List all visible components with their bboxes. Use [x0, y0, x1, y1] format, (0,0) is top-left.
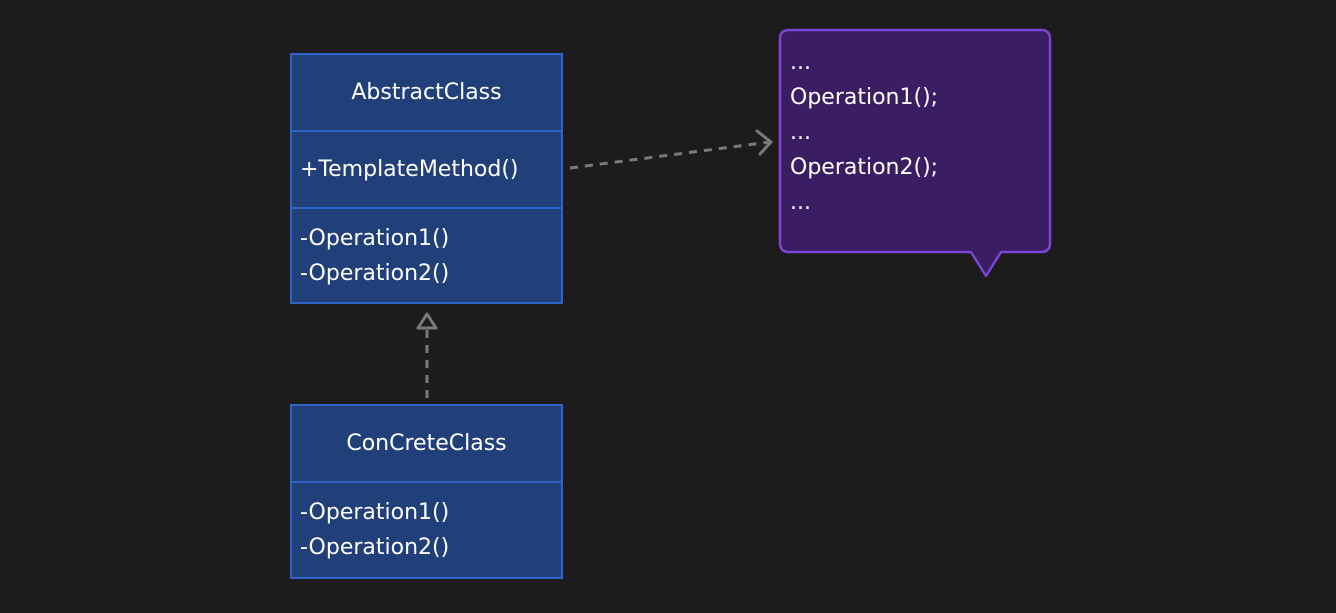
class-name: ConCreteClass [346, 431, 507, 456]
concrete-class-box[interactable]: ConCreteClass -Operation1() -Operation2(… [290, 404, 563, 579]
private-methods-section: -Operation1() -Operation2() [292, 483, 561, 577]
dependency-connector [569, 140, 771, 170]
public-methods-section: +TemplateMethod() [292, 132, 561, 209]
method-operation1: -Operation1() [300, 500, 450, 525]
method-operation2: -Operation2() [300, 535, 450, 560]
note-line: ... [790, 120, 811, 145]
note-callout[interactable] [778, 28, 1052, 278]
note-line: Operation2(); [790, 155, 939, 180]
class-name-section: ConCreteClass [292, 406, 561, 483]
method-operation1: -Operation1() [300, 225, 450, 251]
hollow-triangle-arrowhead-icon [416, 312, 438, 330]
note-line: ... [790, 50, 811, 75]
class-name-section: AbstractClass [292, 55, 561, 132]
abstract-class-box[interactable]: AbstractClass +TemplateMethod() -Operati… [290, 53, 563, 304]
note-line: Operation1(); [790, 85, 939, 110]
open-arrowhead-icon [755, 129, 773, 156]
class-name: AbstractClass [351, 80, 502, 105]
note-line: ... [790, 190, 811, 215]
method-operation2: -Operation2() [300, 260, 450, 286]
note-body: ... Operation1(); ... Operation2(); ... [790, 45, 938, 220]
private-methods-section: -Operation1() -Operation2() [292, 209, 561, 302]
method-template-method: +TemplateMethod() [300, 157, 519, 182]
